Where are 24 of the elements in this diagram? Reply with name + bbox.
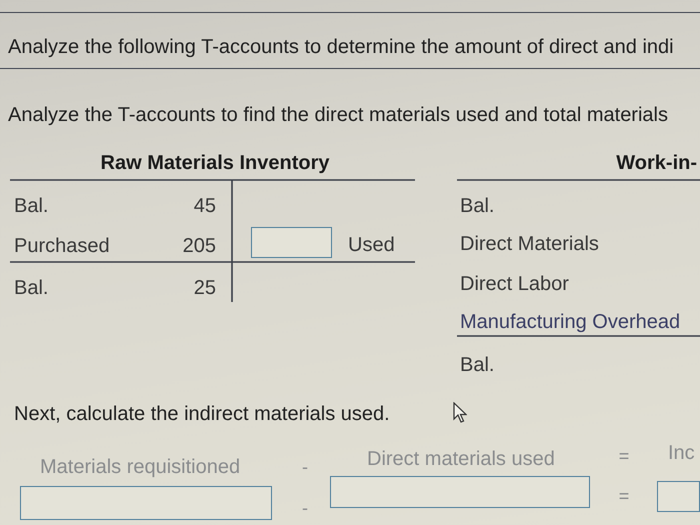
entry-label: Used — [348, 234, 395, 256]
entry-label: Bal. — [14, 194, 48, 218]
equation-label: Direct materials used — [367, 448, 555, 470]
amount: 25 — [194, 276, 216, 300]
amount: 45 — [194, 194, 216, 218]
equation-label: Inc — [668, 442, 695, 464]
amount: 205 — [182, 234, 216, 258]
account-title: Work-in- — [616, 152, 697, 174]
entry-label: Direct Labor — [460, 272, 569, 296]
instruction-text: Analyze the T-accounts to find the direct materials used and total materials — [8, 104, 668, 126]
minus-sign: - — [302, 498, 308, 518]
entry-label: Manufacturing Overhead — [460, 310, 680, 334]
entry-label: Bal. — [460, 354, 494, 376]
entry-label: Purchased — [14, 234, 110, 258]
entry-label: Direct Materials — [460, 232, 599, 256]
question-text: Analyze the following T-accounts to determine the amount of direct and indi — [8, 36, 674, 58]
entry-label: Bal. — [14, 276, 48, 300]
account-title: Raw Materials Inventory — [100, 152, 330, 174]
equals-sign: = — [618, 446, 630, 466]
minus-sign: - — [302, 456, 308, 478]
equation-label: Materials requisitioned — [40, 456, 240, 478]
instruction-text: Next, calculate the indirect materials used. — [14, 402, 390, 426]
entry-label: Bal. — [460, 194, 494, 218]
equals-sign: = — [618, 486, 630, 506]
